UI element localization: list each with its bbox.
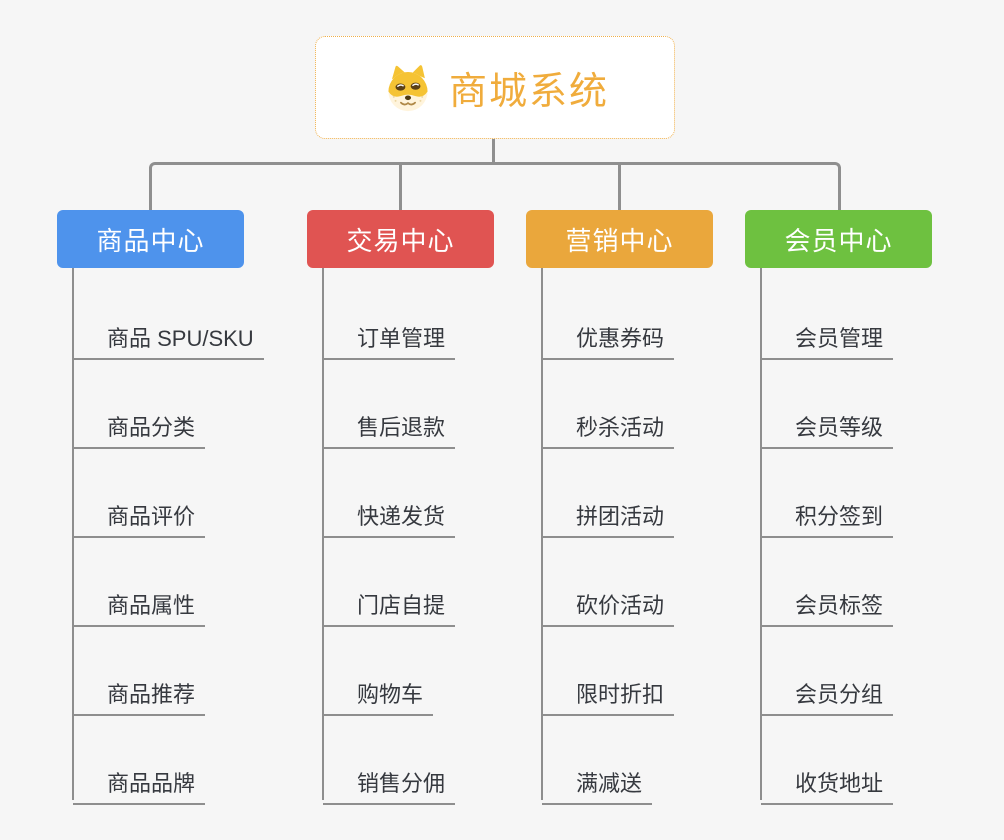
subtopic-label: 销售分佣 <box>357 771 446 796</box>
subtopic-label: 商品 SPU/SKU <box>107 326 254 351</box>
subtopic-label: 商品推荐 <box>107 682 196 707</box>
doge-icon <box>381 64 435 112</box>
subtopic-label: 秒杀活动 <box>576 415 665 440</box>
subtopic-label: 拼团活动 <box>576 504 665 529</box>
subtopic-item[interactable]: 秒杀活动 <box>542 402 675 449</box>
subtopic-item[interactable]: 商品推荐 <box>73 669 206 716</box>
connector-branch-spine <box>322 268 324 800</box>
connector-branch-spine <box>72 268 74 800</box>
subtopic-label: 商品品牌 <box>107 771 196 796</box>
subtopic-item[interactable]: 商品品牌 <box>73 758 206 805</box>
subtopic-label: 满减送 <box>576 771 643 796</box>
subtopic-item[interactable]: 购物车 <box>323 669 434 716</box>
branch-label: 商品中心 <box>96 225 205 256</box>
subtopic-label: 售后退款 <box>357 415 446 440</box>
root-topic-label: 商城系统 <box>448 71 609 113</box>
subtopic-item[interactable]: 销售分佣 <box>323 758 456 805</box>
connector-branch-spine <box>541 268 543 800</box>
branch-topic-marketing-center[interactable]: 营销中心 <box>526 210 713 268</box>
subtopic-label: 优惠券码 <box>576 326 665 351</box>
subtopic-label: 砍价活动 <box>576 593 665 618</box>
subtopic-item[interactable]: 会员标签 <box>761 580 894 627</box>
branch-label: 交易中心 <box>346 225 455 256</box>
connector-drop <box>399 164 402 210</box>
subtopic-item[interactable]: 砍价活动 <box>542 580 675 627</box>
subtopic-item[interactable]: 收货地址 <box>761 758 894 805</box>
subtopic-label: 会员等级 <box>795 415 884 440</box>
subtopic-label: 订单管理 <box>357 326 446 351</box>
subtopic-item[interactable]: 商品属性 <box>73 580 206 627</box>
subtopic-label: 限时折扣 <box>576 682 665 707</box>
connector-root-stem <box>492 138 495 164</box>
subtopic-label: 会员管理 <box>795 326 884 351</box>
subtopic-label: 会员分组 <box>795 682 884 707</box>
subtopic-item[interactable]: 商品分类 <box>73 402 206 449</box>
subtopic-item[interactable]: 会员等级 <box>761 402 894 449</box>
subtopic-item[interactable]: 会员管理 <box>761 313 894 360</box>
subtopic-item[interactable]: 快递发货 <box>323 491 456 538</box>
subtopic-item[interactable]: 商品评价 <box>73 491 206 538</box>
branch-label: 会员中心 <box>784 225 893 256</box>
subtopic-item[interactable]: 满减送 <box>542 758 653 805</box>
subtopic-label: 会员标签 <box>795 593 884 618</box>
subtopic-label: 门店自提 <box>357 593 446 618</box>
subtopic-item[interactable]: 限时折扣 <box>542 669 675 716</box>
subtopic-item[interactable]: 积分签到 <box>761 491 894 538</box>
subtopic-label: 商品评价 <box>107 504 196 529</box>
branch-topic-trade-center[interactable]: 交易中心 <box>307 210 494 268</box>
subtopic-item[interactable]: 售后退款 <box>323 402 456 449</box>
subtopic-item[interactable]: 优惠券码 <box>542 313 675 360</box>
subtopic-item[interactable]: 会员分组 <box>761 669 894 716</box>
connector-branch-spine <box>760 268 762 800</box>
subtopic-item[interactable]: 拼团活动 <box>542 491 675 538</box>
subtopic-label: 商品分类 <box>107 415 196 440</box>
subtopic-item[interactable]: 商品 SPU/SKU <box>73 313 264 360</box>
subtopic-label: 商品属性 <box>107 593 196 618</box>
subtopic-label: 购物车 <box>357 682 424 707</box>
subtopic-label: 快递发货 <box>357 504 446 529</box>
subtopic-label: 积分签到 <box>795 504 884 529</box>
root-topic[interactable]: 商城系统 <box>315 36 675 139</box>
subtopic-item[interactable]: 门店自提 <box>323 580 456 627</box>
subtopic-item[interactable]: 订单管理 <box>323 313 456 360</box>
branch-topic-member-center[interactable]: 会员中心 <box>745 210 932 268</box>
branch-label: 营销中心 <box>565 225 674 256</box>
connector-rail <box>149 162 841 210</box>
subtopic-label: 收货地址 <box>795 771 884 796</box>
branch-topic-product-center[interactable]: 商品中心 <box>57 210 244 268</box>
connector-drop <box>618 164 621 210</box>
